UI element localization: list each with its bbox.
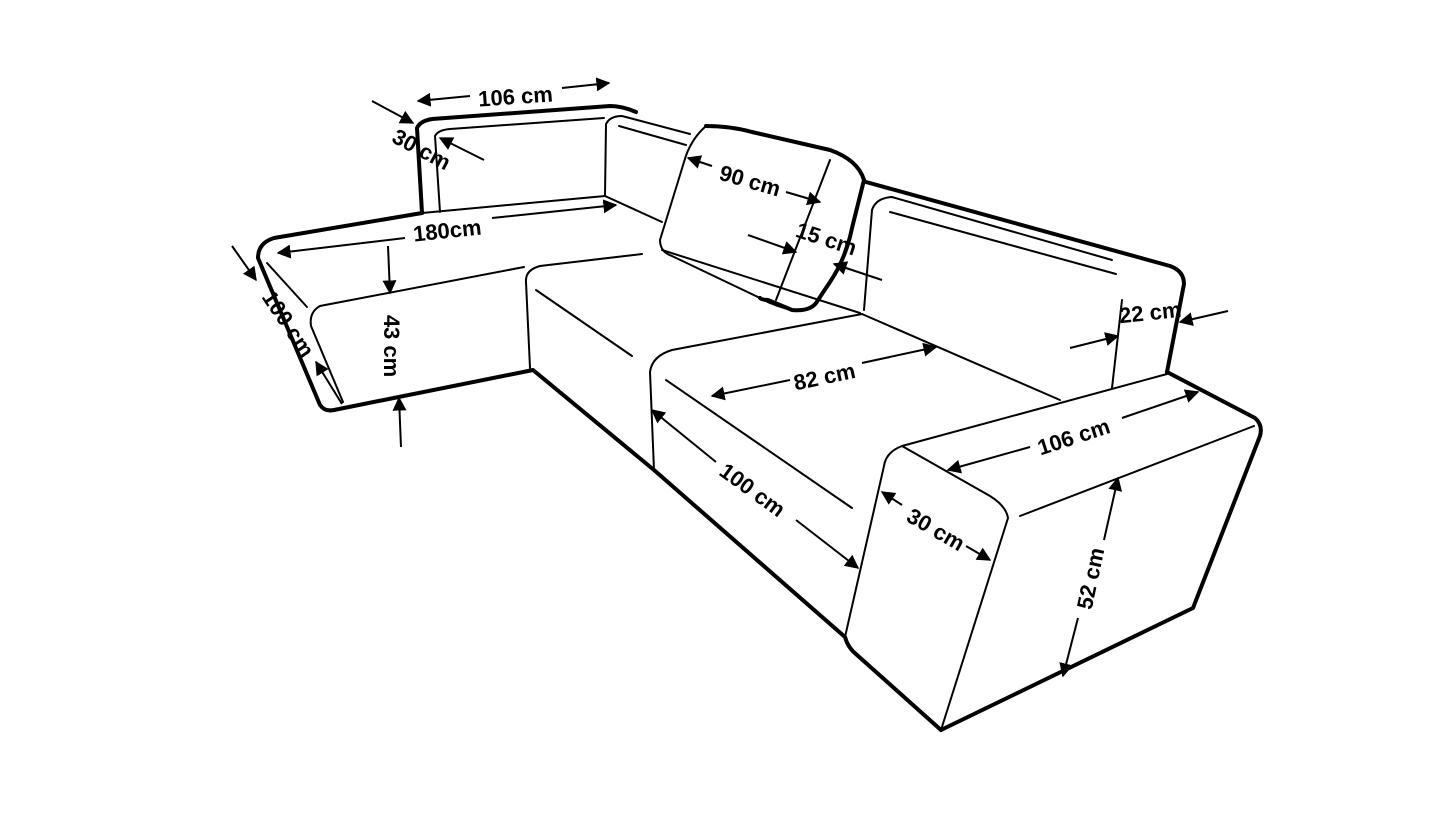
right-seat-cushion xyxy=(648,313,863,471)
dim-line-chaise-length-right xyxy=(491,199,618,219)
label-chaise-arm-width: 30 cm xyxy=(388,124,455,175)
right-arm-inner xyxy=(901,445,1010,731)
chaise-cushion-side xyxy=(266,262,308,308)
chaise-corner-edge xyxy=(604,195,663,223)
dim-line-arm-width-right xyxy=(965,545,992,561)
dim-line-backrest-thickness-right xyxy=(1178,310,1229,327)
dim-line-chaise-arm-width-inner xyxy=(438,137,485,161)
right-seat-crease xyxy=(665,379,853,509)
dim-line-chaise-depth-bottom xyxy=(315,360,343,405)
label-backrest-thickness: 22 cm xyxy=(1118,297,1183,328)
dim-line-cushion-width-left xyxy=(686,155,713,169)
label-cushion-width: 90 cm xyxy=(717,160,784,201)
dimension-labels: 106 cm 30 cm 180cm 100 cm 43 cm 90 cm 15… xyxy=(257,81,1183,611)
dim-line-chaise-arm-length-left xyxy=(416,92,471,107)
dim-line-chaise-arm-length-right xyxy=(561,77,611,92)
dim-line-seat-depth-bottom xyxy=(795,519,860,569)
label-seat-width: 82 cm xyxy=(791,358,857,395)
right-arm-top xyxy=(844,373,1168,638)
dim-line-seat-width-right xyxy=(861,342,938,364)
chaise-top-back xyxy=(421,195,606,214)
chaise-arm-inner xyxy=(433,117,605,213)
chaise-corner-top xyxy=(618,125,687,146)
dim-line-arm-length-right xyxy=(1121,389,1200,419)
chaise-front-bottom xyxy=(332,368,656,472)
right-arm-outline xyxy=(939,370,1263,732)
chaise-corner-block xyxy=(604,114,691,197)
dim-line-cushion-thickness-left xyxy=(747,234,798,255)
dim-line-chaise-length-left xyxy=(276,237,406,259)
dim-line-chaise-arm-width-outer xyxy=(371,100,415,124)
right-backrest-top xyxy=(889,211,1117,275)
pillow-front xyxy=(658,125,793,311)
right-arm-top-line xyxy=(1019,425,1255,517)
dim-line-seat-height-top xyxy=(382,245,397,295)
label-chaise-length: 180cm xyxy=(412,215,483,247)
middle-seat-crease xyxy=(535,289,633,357)
label-seat-height: 43 cm xyxy=(379,315,404,377)
sofa-drawing xyxy=(256,104,1263,732)
label-chaise-arm-length: 106 cm xyxy=(477,81,553,111)
dim-line-arm-length-left xyxy=(946,446,1031,474)
dim-line-cushion-thickness-right xyxy=(832,261,883,281)
label-arm-width: 30 cm xyxy=(902,503,969,556)
middle-back xyxy=(661,249,861,314)
label-seat-depth: 100 cm xyxy=(715,458,790,522)
right-backrest-front xyxy=(863,195,1113,311)
dim-line-cushion-width-right xyxy=(785,191,822,206)
label-arm-length: 106 cm xyxy=(1034,413,1113,460)
dim-line-seat-height-bottom xyxy=(392,396,407,448)
label-cushion-thickness: 15 cm xyxy=(793,217,860,260)
chaise-cushion xyxy=(309,266,525,403)
chaise-arm-outline xyxy=(415,104,638,215)
dim-line-arm-width-left xyxy=(880,491,903,506)
right-backrest-outline xyxy=(864,180,1186,374)
dim-line-seat-depth-top xyxy=(650,409,717,463)
middle-seat-top xyxy=(524,253,643,369)
dim-line-arm-height-top xyxy=(1103,476,1123,541)
dimension-lines xyxy=(231,77,1229,678)
dim-line-arm-height-bottom xyxy=(1059,617,1079,678)
right-seat-front xyxy=(652,468,943,732)
chaise-top-edge xyxy=(256,211,424,413)
dim-line-chaise-depth-top xyxy=(231,245,257,282)
right-seat-back-edge xyxy=(861,313,1061,401)
dim-line-seat-width-left xyxy=(710,379,791,401)
pillow-edge xyxy=(775,159,831,301)
dim-line-backrest-thickness-left xyxy=(1069,332,1120,349)
pillow-outline xyxy=(704,124,866,313)
label-arm-height: 52 cm xyxy=(1072,545,1109,611)
